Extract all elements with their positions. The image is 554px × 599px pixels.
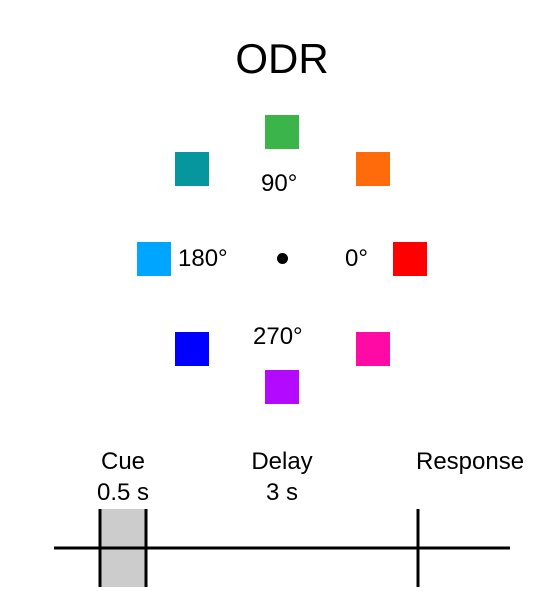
diagram-title: ODR (235, 35, 329, 82)
target-315 (356, 332, 390, 366)
cue-duration: 0.5 s (96, 479, 150, 506)
target-45 (356, 152, 390, 186)
angle-label-90: 90° (261, 170, 298, 197)
angle-label-0: 0° (345, 245, 368, 272)
target-270 (265, 370, 299, 404)
cue-label: Cue (100, 448, 146, 475)
target-0 (393, 242, 427, 276)
target-135 (175, 152, 209, 186)
fixation-point (277, 253, 288, 264)
response-label: Response (416, 448, 525, 475)
target-180 (137, 242, 171, 276)
angle-label-180: 180° (178, 245, 228, 272)
angle-label-270: 270° (253, 323, 303, 350)
target-90 (265, 115, 299, 149)
target-225 (175, 332, 209, 366)
delay-duration: 3 s (265, 479, 298, 506)
delay-label: Delay (251, 448, 313, 475)
